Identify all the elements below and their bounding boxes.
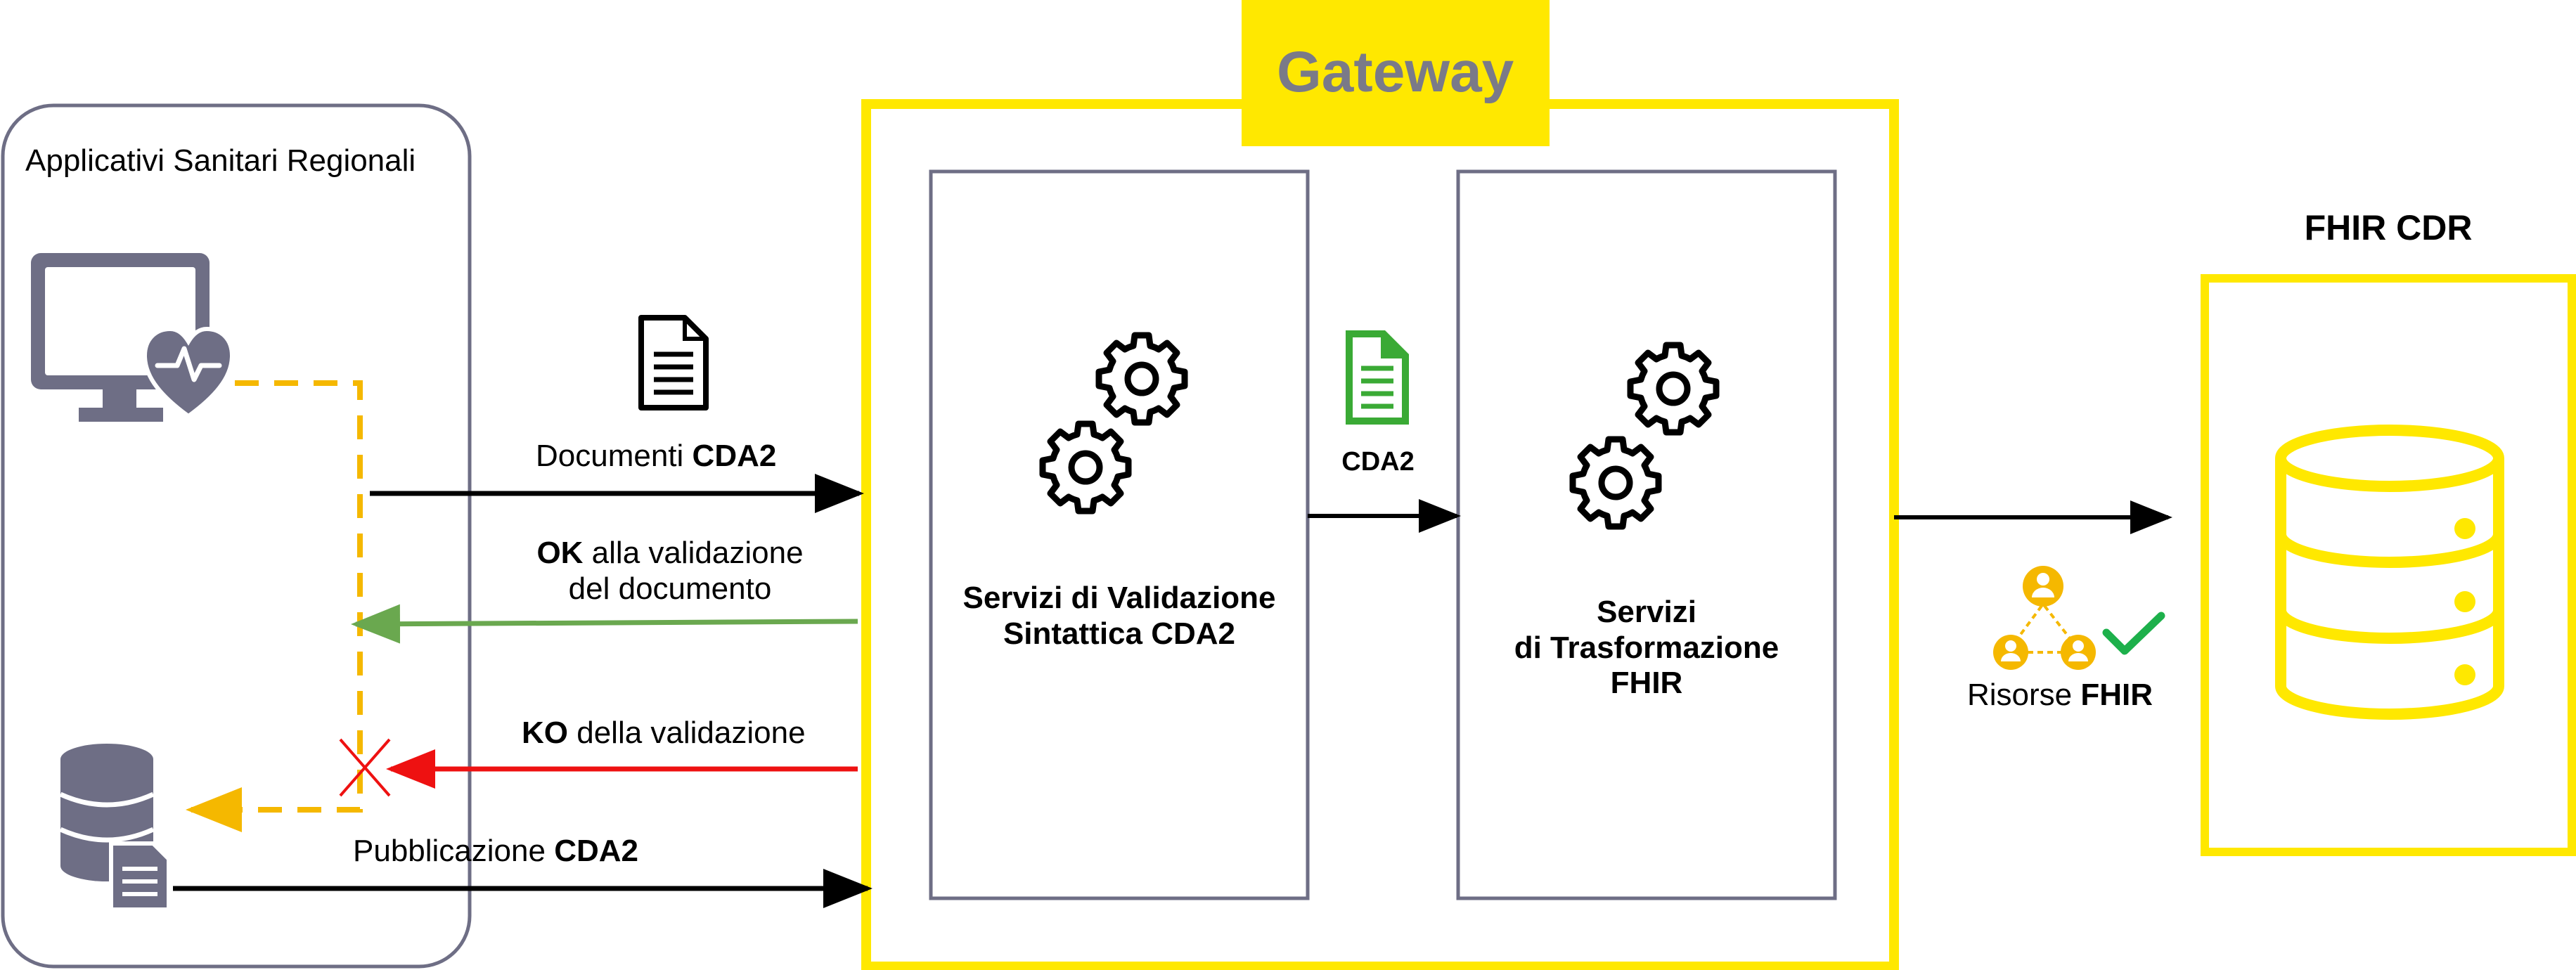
validation-service-label: Servizi di Validazione Sintattica CDA2 xyxy=(931,581,1308,652)
fhir-cdr-title: FHIR CDR xyxy=(2304,208,2473,247)
regional-apps-panel xyxy=(1,103,472,969)
fhir-resources-prefix: Risorse xyxy=(1967,678,2081,712)
publication-label: Pubblicazione CDA2 xyxy=(353,834,638,869)
ok-label-bold: OK xyxy=(536,536,584,570)
gears-icon xyxy=(1573,345,1716,526)
database-document-icon xyxy=(59,744,171,912)
documents-label-prefix: Documenti xyxy=(536,439,693,473)
dashed-return-path xyxy=(186,380,363,832)
green-document-icon xyxy=(1346,330,1409,425)
publication-label-bold: CDA2 xyxy=(554,834,638,868)
users-network-icon xyxy=(1993,566,2096,670)
fhir-resources-bold: FHIR xyxy=(2080,678,2153,712)
validation-service-line1: Servizi di Validazione xyxy=(962,581,1276,615)
transformation-service-line3: FHIR xyxy=(1610,666,1683,701)
reject-x-icon xyxy=(339,738,391,797)
validation-service-box xyxy=(929,169,1310,900)
database-icon xyxy=(2275,425,2504,720)
documents-label-bold: CDA2 xyxy=(692,439,777,473)
publication-label-prefix: Pubblicazione xyxy=(353,834,555,868)
check-icon xyxy=(2102,612,2165,655)
regional-apps-title: Applicativi Sanitari Regionali xyxy=(25,143,416,178)
transformation-service-box xyxy=(1456,169,1837,900)
ko-label-bold: KO xyxy=(522,716,568,750)
gateway-title-box xyxy=(1242,0,1550,146)
ok-arrow xyxy=(351,604,858,644)
validation-service-line2: Sintattica CDA2 xyxy=(1003,616,1236,651)
fhir-resources-label: Risorse FHIR xyxy=(1967,678,2153,713)
document-icon xyxy=(638,315,709,410)
gears-icon xyxy=(1043,335,1185,511)
transformation-service-line2: di Trasformazione xyxy=(1514,630,1779,665)
database-dots xyxy=(2454,518,2475,685)
documents-label: Documenti CDA2 xyxy=(536,439,776,474)
monitor-heart-icon xyxy=(31,253,235,422)
ok-label-line2: del documento xyxy=(568,571,772,606)
gateway-box xyxy=(861,99,1899,970)
cda2-internal-label: CDA2 xyxy=(1341,447,1415,477)
transformation-service-line1: Servizi xyxy=(1597,595,1696,629)
fhir-cdr-box xyxy=(2201,274,2576,856)
gateway-title: Gateway xyxy=(1277,40,1514,104)
ok-label-rest: alla validazione xyxy=(583,536,804,570)
transformation-service-label: Servizi di Trasformazione FHIR xyxy=(1458,595,1835,701)
ok-label: OK alla validazione del documento xyxy=(492,536,848,607)
ko-label: KO della validazione xyxy=(522,716,806,751)
ko-label-rest: della validazione xyxy=(568,716,806,750)
